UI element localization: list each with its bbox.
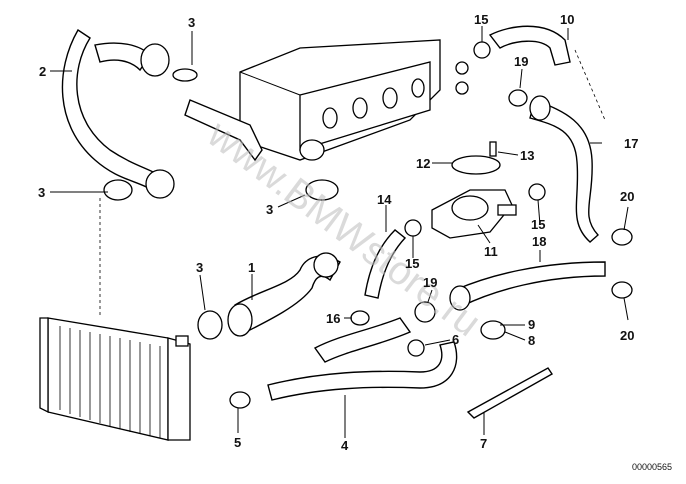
hose-2-end-lower [145, 169, 175, 199]
hose-1-end [227, 303, 253, 337]
cable-tie [466, 367, 554, 419]
hose-4 [267, 341, 458, 401]
hose-2-branch [94, 42, 151, 72]
cylinder-head [239, 39, 441, 161]
hose-1 [234, 255, 341, 337]
callout-15: 15 [474, 12, 488, 27]
pipe-6 [313, 317, 412, 363]
callout-17: 17 [624, 136, 638, 151]
clamps [103, 41, 633, 409]
callout-6: 6 [452, 332, 459, 347]
hose-14 [364, 229, 407, 299]
callout-19: 19 [423, 275, 437, 290]
callout-16: 16 [326, 311, 340, 326]
callout-9: 9 [528, 317, 535, 332]
callout-14: 14 [377, 192, 392, 207]
radiator [39, 317, 191, 441]
callout-3: 3 [188, 15, 195, 30]
hose-1-end-top [313, 252, 339, 278]
callout-12: 12 [416, 156, 430, 171]
hose-17 [529, 99, 599, 243]
callout-13: 13 [520, 148, 534, 163]
callout-1: 1 [248, 260, 255, 275]
callout-19: 19 [514, 54, 528, 69]
callout-3: 3 [266, 202, 273, 217]
callout-10: 10 [560, 12, 574, 27]
leader-lines [50, 26, 629, 438]
callout-3: 3 [196, 260, 203, 275]
inlet-pipe [184, 99, 263, 162]
hose-18-end [449, 285, 471, 311]
callout-20: 20 [620, 328, 634, 343]
callout-20: 20 [620, 189, 634, 204]
inlet-flange [299, 139, 325, 161]
callout-labels: 1 2 3 3 3 3 4 5 6 7 8 9 10 11 12 13 14 1… [38, 12, 638, 453]
callout-2: 2 [39, 64, 46, 79]
callout-7: 7 [480, 436, 487, 451]
callout-15: 15 [405, 256, 419, 271]
hose-17-end [529, 95, 551, 121]
callout-18: 18 [532, 234, 546, 249]
hose-10 [488, 25, 571, 66]
callout-3: 3 [38, 185, 45, 200]
document-number: 00000565 [632, 462, 672, 472]
hose-2-end-upper [140, 43, 170, 77]
thermostat-housing [431, 141, 517, 239]
callout-4: 4 [341, 438, 349, 453]
callout-11: 11 [484, 244, 498, 259]
callout-5: 5 [234, 435, 241, 450]
callout-15: 15 [531, 217, 545, 232]
hose-18 [454, 261, 606, 307]
callout-8: 8 [528, 333, 535, 348]
